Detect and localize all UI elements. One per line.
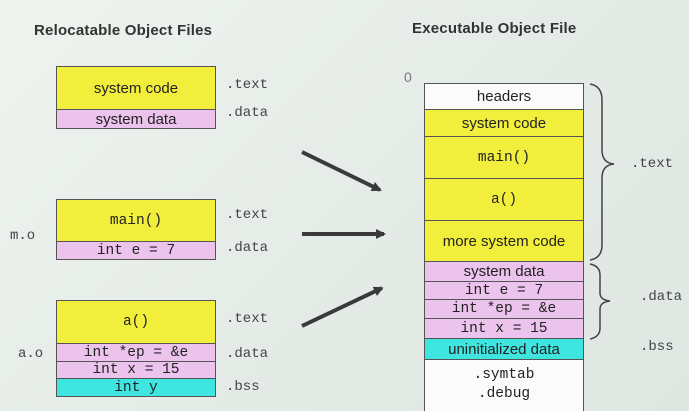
exec-symtab-debug-block: .symtab .debug xyxy=(424,359,584,411)
exec-more-system-code-block: more system code xyxy=(424,220,584,262)
left-title: Relocatable Object Files xyxy=(34,22,213,39)
exec-text-label: .text xyxy=(631,156,674,172)
exec-uninitialized-block: uninitialized data xyxy=(424,338,584,360)
address-zero-label: 0 xyxy=(404,69,412,85)
arrow-system-to-exec xyxy=(301,150,382,192)
a-data-label: .data xyxy=(226,346,269,362)
a-bss-block: int y xyxy=(56,378,216,397)
system-data-label: .data xyxy=(226,105,269,121)
brace-data xyxy=(589,263,611,340)
m-data-label: .data xyxy=(226,240,269,256)
system-text-label: .text xyxy=(226,77,269,93)
m-o-label: m.o xyxy=(10,228,36,244)
a-code-block: a() xyxy=(56,300,216,344)
system-data-block: system data xyxy=(56,109,216,129)
m-data-block: int e = 7 xyxy=(56,241,216,260)
m-text-label: .text xyxy=(226,207,269,223)
arrow-a-to-exec xyxy=(301,286,384,328)
exec-system-data-block: system data xyxy=(424,261,584,282)
a-o-label: a.o xyxy=(18,346,44,362)
exec-symtab-text: .symtab xyxy=(473,367,535,383)
a-text-label: .text xyxy=(226,311,269,327)
exec-data-label: .data xyxy=(640,289,683,305)
exec-main-block: main() xyxy=(424,136,584,179)
system-code-block: system code xyxy=(56,66,216,110)
exec-bss-label: .bss xyxy=(640,339,674,355)
exec-a-block: a() xyxy=(424,178,584,221)
right-title: Executable Object File xyxy=(412,20,577,37)
exec-debug-text: .debug xyxy=(477,386,531,402)
a-bss-label: .bss xyxy=(226,379,260,395)
a-x-block: int x = 15 xyxy=(56,361,216,379)
exec-int-ep-block: int *ep = &e xyxy=(424,299,584,319)
brace-text xyxy=(589,83,615,261)
